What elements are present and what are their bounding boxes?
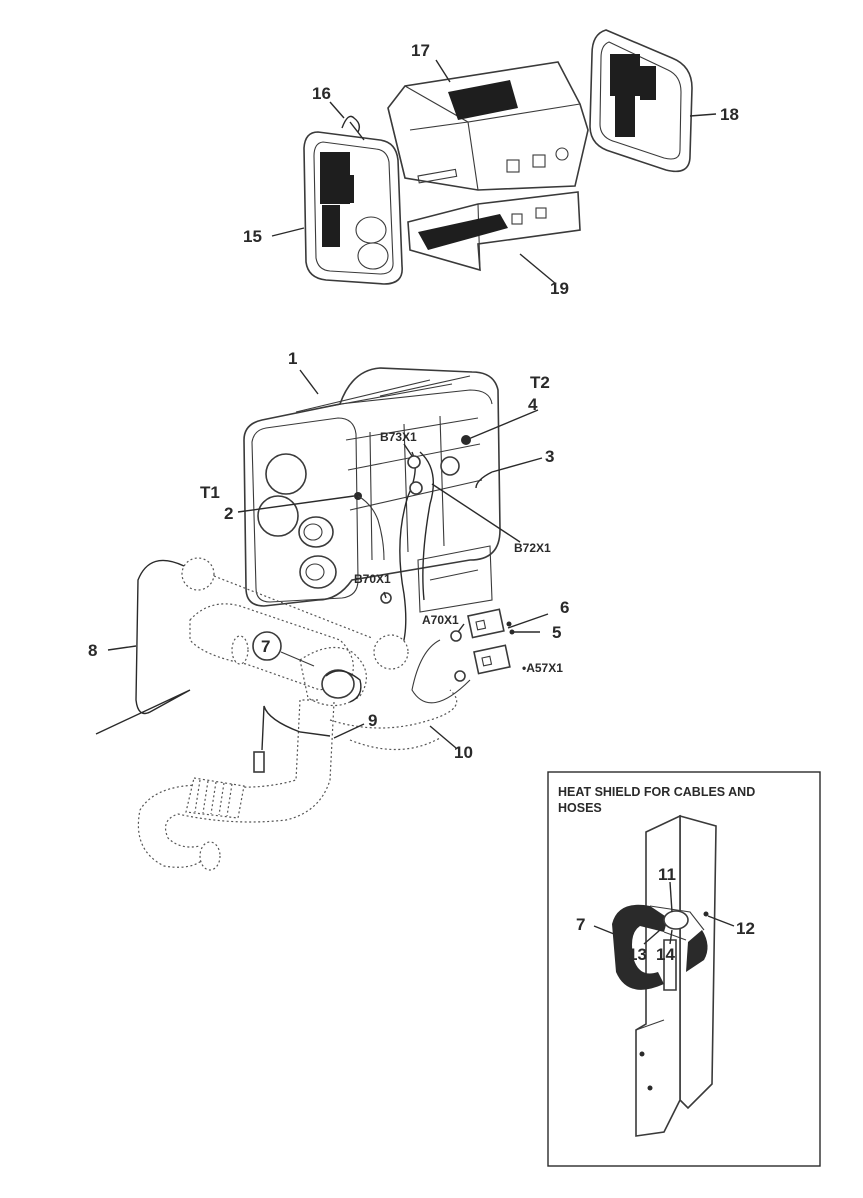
callout-16: 16	[312, 84, 331, 103]
callout-14: 14	[656, 945, 675, 964]
inset-title-line2: HOSES	[558, 801, 602, 815]
callout-12: 12	[736, 919, 755, 938]
heat-shield-inset: HEAT SHIELD FOR CABLES AND HOSES 7 11 12	[547, 771, 821, 1167]
leader-lines	[107, 59, 717, 749]
callout-4: 4	[528, 395, 538, 414]
inset-title-line1: HEAT SHIELD FOR CABLES AND	[558, 785, 755, 799]
connector-b73x1: B73X1	[380, 430, 417, 444]
top-cover-grille	[448, 80, 518, 120]
connector-a70x1: A70X1	[422, 613, 459, 627]
connector-a57	[473, 644, 511, 675]
cable-16	[341, 115, 365, 141]
front-panel-grille	[320, 152, 354, 247]
callout-7: 7	[261, 637, 270, 656]
bottom-cover-19	[407, 191, 581, 272]
cable-8	[95, 559, 191, 735]
rear-panel-grille	[610, 54, 656, 137]
callout-8: 8	[88, 641, 97, 660]
rear-panel-18	[589, 29, 693, 173]
bottom-cover-grille	[418, 214, 508, 250]
callout-18: 18	[720, 105, 739, 124]
callout-11: 11	[658, 865, 676, 884]
callout-9: 9	[368, 711, 377, 730]
callout-13: 13	[628, 945, 647, 964]
callout-17: 17	[411, 41, 430, 60]
cable-9	[261, 705, 331, 751]
connector-b72x1: B72X1	[514, 541, 551, 555]
callout-labels: 17 16 18 15 19 1 T2 4 3 T1 2 6 5 7 8 9 1…	[88, 41, 739, 762]
hose-assembly-10	[137, 557, 458, 871]
callout-10: 10	[454, 743, 473, 762]
callout-19: 19	[550, 279, 569, 298]
callout-5: 5	[552, 623, 561, 642]
corrugated-hose	[185, 777, 245, 819]
top-cover-17	[387, 61, 589, 191]
connector-6	[467, 608, 505, 639]
hose-clamp-7	[612, 904, 709, 991]
callout-t2: T2	[530, 373, 550, 392]
callout-15: 15	[243, 227, 262, 246]
callout-7-circle	[252, 631, 282, 661]
connector-a57x1: •A57X1	[522, 661, 563, 675]
front-panel-15	[303, 131, 403, 285]
callout-7-inset: 7	[576, 915, 585, 934]
cover-assembly	[303, 29, 693, 285]
callout-6: 6	[560, 598, 569, 617]
connector-b70x1: B70X1	[354, 572, 391, 586]
callout-1: 1	[288, 349, 297, 368]
heater-assembly	[95, 367, 515, 871]
callout-t1: T1	[200, 483, 220, 502]
callout-3: 3	[545, 447, 554, 466]
callout-2: 2	[224, 504, 233, 523]
